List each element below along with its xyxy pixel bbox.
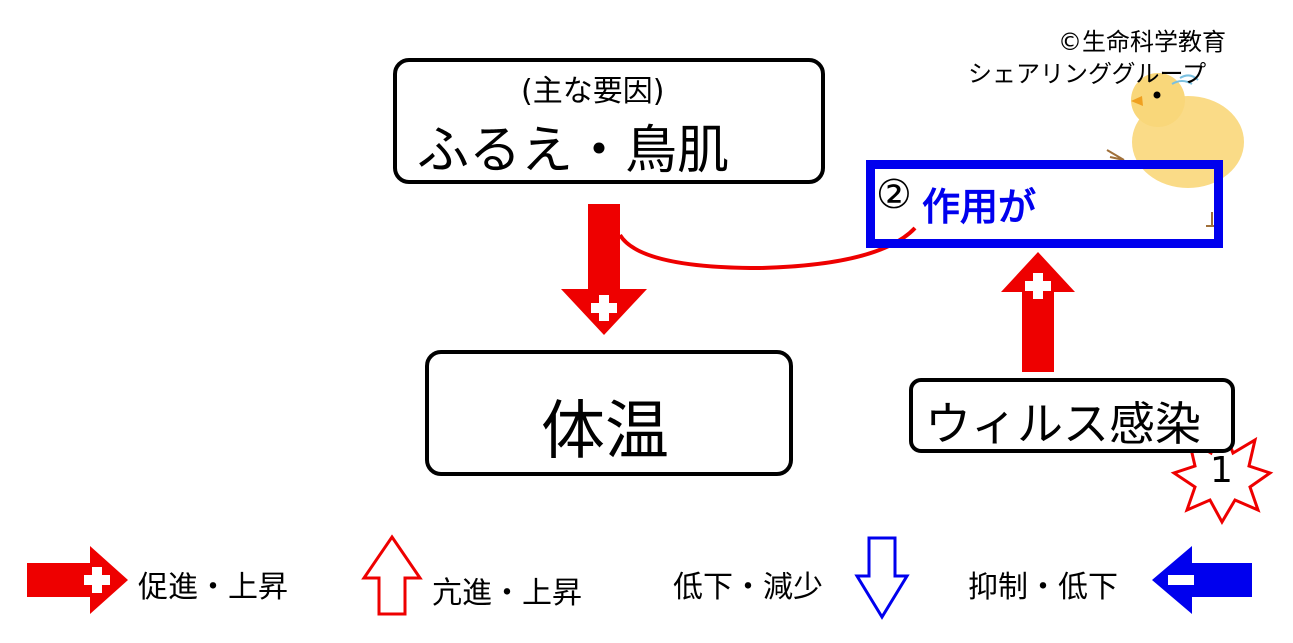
copyright-line-1: ©生命科学教育 (1058, 28, 1226, 56)
action-number: ② (876, 172, 912, 218)
legend-decrease-arrow (854, 536, 910, 620)
legend-promote-arrow (27, 546, 128, 614)
action-title: 作用が (922, 185, 1037, 229)
body-temperature-title: 体温 (541, 395, 669, 469)
legend-decrease-label: 低下・減少 (673, 570, 823, 605)
legend-inhibit-label: 抑制・低下 (968, 570, 1118, 605)
legend-hyper-label: 亢進・上昇 (432, 576, 582, 611)
red-up-arrow-plus (1001, 252, 1075, 372)
cause-title: ふるえ・鳥肌 (417, 121, 730, 181)
legend-promote-label: 促進・上昇 (138, 570, 288, 605)
legend-inhibit-arrow (1152, 546, 1252, 614)
red-down-arrow-plus (561, 204, 647, 335)
legend-hyper-arrow (361, 534, 423, 616)
cause-subtitle: (主な要因) (521, 74, 665, 109)
action-box (866, 160, 1223, 248)
virus-infection-title: ウィルス感染 (925, 397, 1201, 451)
body-temperature-box: 体温 (425, 350, 793, 476)
copyright-line-2: シェアリンググループ (968, 60, 1207, 88)
virus-infection-box: ウィルス感染 (909, 378, 1235, 453)
starburst-label: 1 (1210, 450, 1233, 491)
cause-box: (主な要因) ふるえ・鳥肌 (393, 58, 825, 184)
